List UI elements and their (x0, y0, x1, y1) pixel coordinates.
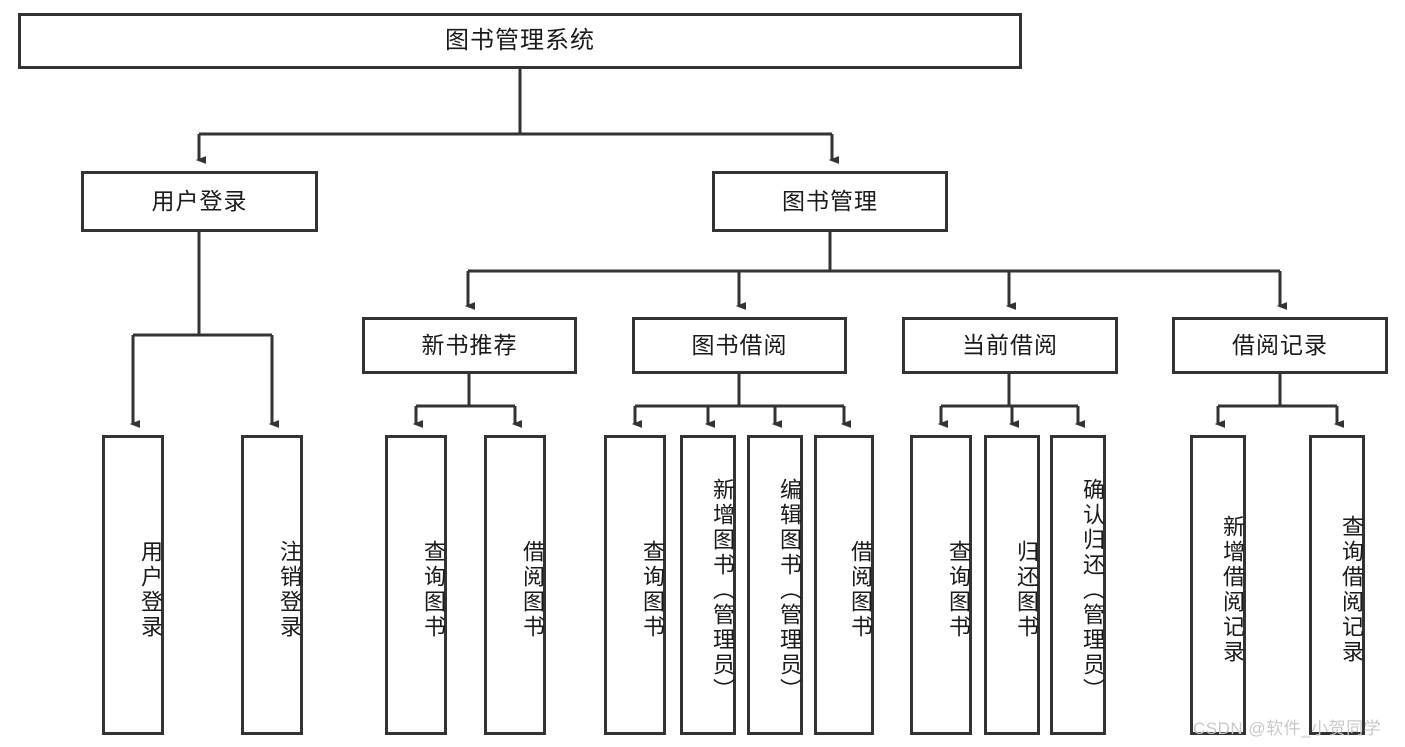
leaf-add-borrow-record[interactable]: 新增借阅记录 (1190, 435, 1246, 735)
node-label: 编辑图书（管理员） (777, 477, 802, 703)
node-label: 图书管理 (782, 187, 878, 214)
leaf-confirm-return-admin[interactable]: 确认归还（管理员） (1050, 435, 1106, 735)
leaf-query-books-recommend[interactable]: 查询图书 (385, 435, 447, 735)
node-label: 用户登录 (151, 187, 248, 214)
leaf-logout[interactable]: 注销登录 (241, 435, 303, 735)
node-book-management[interactable]: 图书管理 (712, 171, 948, 232)
leaf-user-login[interactable]: 用户登录 (102, 435, 164, 735)
node-borrow-records[interactable]: 借阅记录 (1172, 317, 1388, 374)
node-label: 新书推荐 (421, 331, 518, 358)
node-label: 注销登录 (277, 540, 302, 640)
node-label: 当前借阅 (962, 331, 1058, 358)
node-label: 借阅记录 (1232, 331, 1328, 358)
node-label: 归还图书 (1014, 540, 1039, 640)
node-label: 确认归还（管理员） (1080, 477, 1105, 703)
node-book-borrow[interactable]: 图书借阅 (632, 317, 847, 374)
csdn-watermark: CSDN @软件_小贺同学 (1193, 719, 1382, 738)
leaf-borrow-books[interactable]: 借阅图书 (814, 435, 874, 735)
node-current-borrow[interactable]: 当前借阅 (902, 317, 1118, 374)
node-label: 查询图书 (421, 540, 446, 640)
node-label: 借阅图书 (848, 540, 873, 640)
node-label: 借阅图书 (520, 540, 545, 640)
node-user-login[interactable]: 用户登录 (81, 171, 318, 232)
node-label: 用户登录 (138, 540, 163, 640)
leaf-add-book-admin[interactable]: 新增图书（管理员） (680, 435, 736, 735)
node-new-book-recommend[interactable]: 新书推荐 (362, 317, 577, 374)
leaf-edit-book-admin[interactable]: 编辑图书（管理员） (747, 435, 803, 735)
node-label: 图书借阅 (691, 331, 788, 358)
node-label: 新增借阅记录 (1220, 515, 1245, 665)
node-label: 新增图书（管理员） (710, 477, 735, 703)
leaf-query-books-borrow[interactable]: 查询图书 (604, 435, 666, 735)
node-label: 图书管理系统 (445, 26, 595, 54)
node-label: 查询图书 (946, 540, 971, 640)
leaf-query-borrow-record[interactable]: 查询借阅记录 (1309, 435, 1365, 735)
leaf-borrow-books-recommend[interactable]: 借阅图书 (484, 435, 546, 735)
leaf-return-books[interactable]: 归还图书 (984, 435, 1040, 735)
leaf-query-books-current[interactable]: 查询图书 (910, 435, 972, 735)
node-label: 查询图书 (640, 540, 665, 640)
node-label: 查询借阅记录 (1339, 515, 1364, 665)
node-root-system[interactable]: 图书管理系统 (18, 13, 1022, 69)
